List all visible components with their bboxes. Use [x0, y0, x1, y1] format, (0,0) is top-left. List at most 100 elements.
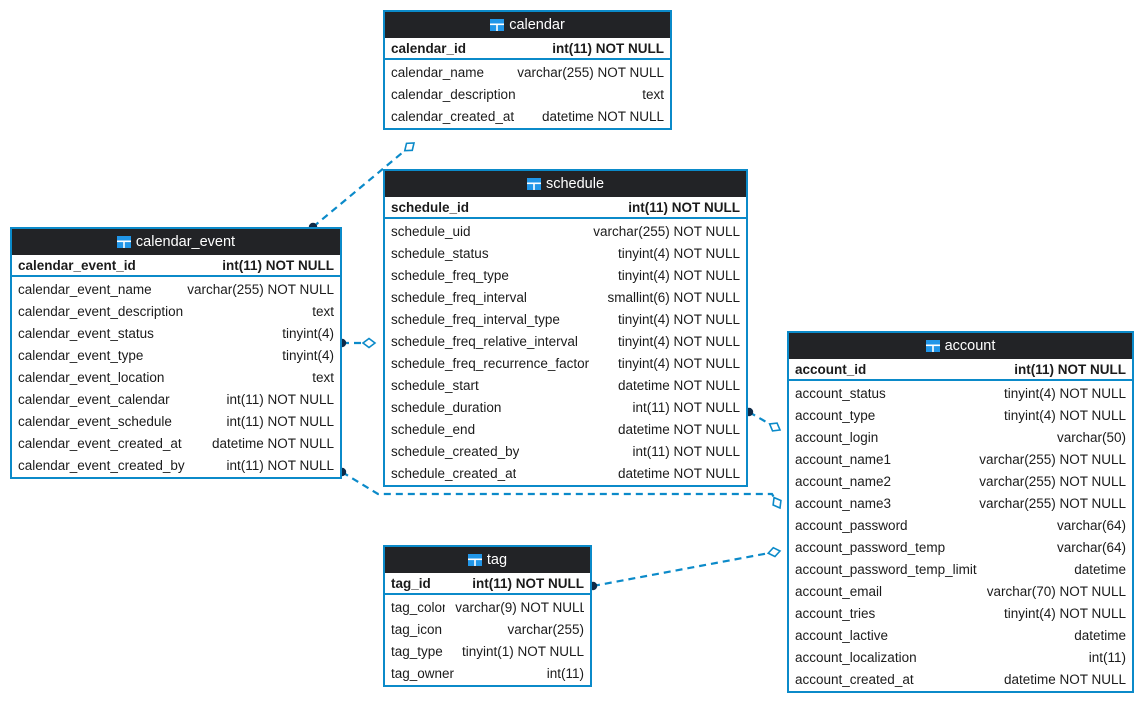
- entity-title: calendar_event: [135, 234, 236, 250]
- entity-header-account[interactable]: account: [789, 333, 1132, 359]
- field-name: calendar_event_id: [18, 257, 136, 273]
- field-name: calendar_created_at: [391, 108, 515, 124]
- field-row[interactable]: schedule_duration int(11) NOT NULL: [385, 396, 746, 418]
- field-type: varchar(50): [1056, 429, 1126, 445]
- table-icon: [490, 19, 505, 31]
- field-name: schedule_freq_interval: [391, 289, 527, 305]
- field-row[interactable]: calendar_event_calendar int(11) NOT NULL: [12, 388, 340, 410]
- field-name: calendar_event_calendar: [18, 391, 170, 407]
- field-type: datetime NOT NULL: [617, 421, 740, 437]
- field-row[interactable]: calendar_created_at datetime NOT NULL: [385, 105, 670, 127]
- field-name: schedule_freq_recurrence_factor: [391, 355, 590, 371]
- field-row[interactable]: account_login varchar(50): [789, 426, 1132, 448]
- field-type: datetime NOT NULL: [617, 465, 740, 481]
- field-name: account_name2: [795, 473, 892, 489]
- field-name: account_login: [795, 429, 879, 445]
- field-name: schedule_uid: [391, 223, 471, 239]
- field-row[interactable]: account_tries tinyint(4) NOT NULL: [789, 602, 1132, 624]
- field-name: calendar_name: [391, 64, 485, 80]
- field-name: calendar_event_location: [18, 369, 165, 385]
- entity-header-calendar[interactable]: calendar: [385, 12, 670, 38]
- field-type: int(11) NOT NULL: [226, 391, 334, 407]
- field-type: varchar(64): [1056, 539, 1126, 555]
- field-row[interactable]: tag_icon varchar(255): [385, 618, 590, 640]
- field-name: tag_icon: [391, 621, 443, 637]
- entity-header-schedule[interactable]: schedule: [385, 171, 746, 197]
- field-name: account_name1: [795, 451, 892, 467]
- field-name: schedule_freq_relative_interval: [391, 333, 578, 349]
- open-diamond-marker: [403, 142, 416, 152]
- field-type: varchar(255): [507, 621, 584, 637]
- field-row[interactable]: account_name2 varchar(255) NOT NULL: [789, 470, 1132, 492]
- field-name: calendar_event_name: [18, 281, 152, 297]
- entity-header-calendar_event[interactable]: calendar_event: [12, 229, 340, 255]
- relationship-line: [748, 411, 771, 425]
- open-diamond-marker: [766, 546, 782, 558]
- field-name: calendar_event_description: [18, 303, 184, 319]
- field-row[interactable]: schedule_freq_relative_interval tinyint(4…: [385, 330, 746, 352]
- field-name: account_password_temp_limit: [795, 561, 977, 577]
- field-name: calendar_event_schedule: [18, 413, 172, 429]
- field-type: tinyint(4) NOT NULL: [1003, 605, 1126, 621]
- field-name: account_tries: [795, 605, 876, 621]
- field-type: varchar(255) NOT NULL: [979, 473, 1126, 489]
- field-name: schedule_duration: [391, 399, 502, 415]
- field-type: int(11) NOT NULL: [632, 399, 740, 415]
- field-type: int(11) NOT NULL: [552, 40, 664, 56]
- field-type: varchar(255) NOT NULL: [979, 495, 1126, 511]
- entity-header-tag[interactable]: tag: [385, 547, 590, 573]
- entity-title: schedule: [545, 176, 605, 192]
- field-type: tinyint(4) NOT NULL: [617, 333, 740, 349]
- field-name: calendar_description: [391, 86, 516, 102]
- field-type: varchar(9) NOT NULL: [455, 599, 584, 615]
- field-name: account_status: [795, 385, 886, 401]
- field-type: datetime NOT NULL: [541, 108, 664, 124]
